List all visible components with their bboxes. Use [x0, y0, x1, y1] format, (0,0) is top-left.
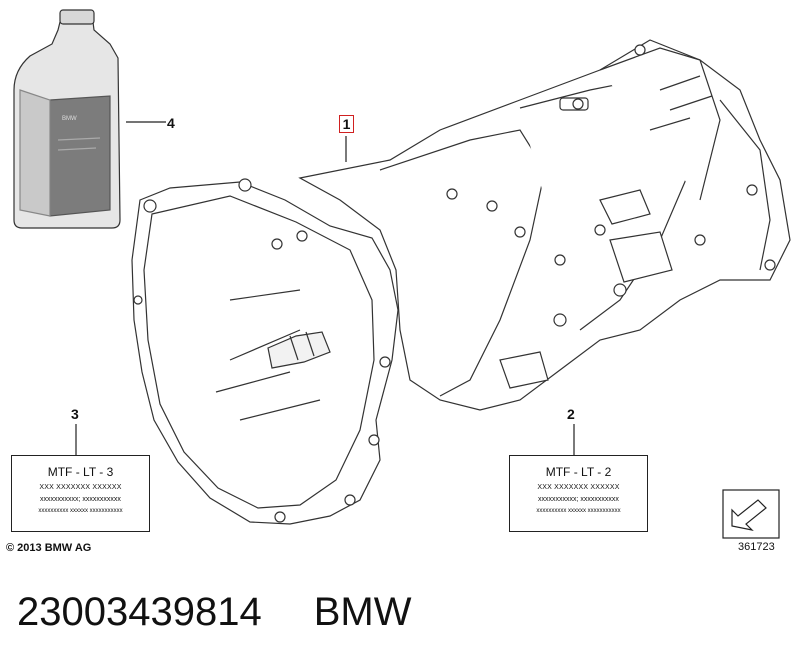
callout-1: 1 [339, 115, 354, 133]
label-line: xxxxxxxxxx xxxxxx xxxxxxxxxxx [536, 508, 621, 514]
label-line: XXX XXXXXXX XXXXXX [537, 484, 620, 491]
fluid-label-lt2: MTF - LT - 2 XXX XXXXXXX XXXXXX xxxxxxxx… [509, 455, 648, 532]
label-title: MTF - LT - 2 [545, 465, 612, 479]
callout-3: 3 [71, 406, 79, 422]
callout-2: 2 [567, 406, 575, 422]
fluid-label-lt3: MTF - LT - 3 XXX XXXXXXX XXXXXX xxxxxxxx… [11, 455, 150, 532]
label-line: XXX XXXXXXX XXXXXX [39, 484, 122, 491]
brand-name: BMW [313, 590, 412, 634]
label-title: MTF - LT - 3 [47, 465, 114, 479]
part-number: 23003439814 [17, 590, 262, 634]
svg-text:BMW: BMW [62, 116, 77, 122]
oil-bottle: BMW [13, 9, 121, 229]
gearbox-case [298, 39, 791, 411]
label-line: xxxxxxxxxx xxxxxx xxxxxxxxxxx [38, 508, 123, 514]
copyright-notice: © 2013 BMW AG [6, 542, 92, 554]
label-line: xxxxxxxxxxx; xxxxxxxxxxx [538, 496, 619, 503]
part-caption: 23003439814 BMW [17, 590, 463, 635]
diagram-icon [722, 489, 780, 539]
callout-4: 4 [167, 115, 175, 131]
diagram-number: 361723 [738, 541, 775, 553]
label-line: xxxxxxxxxxx; xxxxxxxxxxx [40, 496, 121, 503]
bellhousing [131, 178, 399, 525]
